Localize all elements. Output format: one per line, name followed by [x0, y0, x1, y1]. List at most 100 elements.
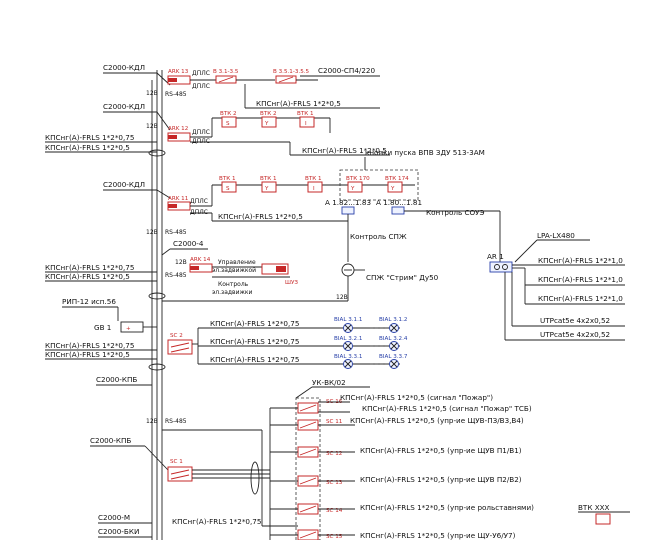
svg-text:Y: Y [264, 121, 269, 127]
relay-sc15: SC 15 КПСнг(А)-FRLS 1*2*0,5 (упр-ие ЩУ-У… [270, 529, 516, 540]
svg-text:12В: 12В [146, 418, 158, 425]
svg-text:КПСнг(А)-FRLS 1*2*0,75: КПСнг(А)-FRLS 1*2*0,75 [45, 341, 134, 350]
svg-text:С2000-КДЛ: С2000-КДЛ [103, 102, 145, 111]
svg-text:+: + [126, 326, 131, 332]
svg-text:В 3.5.1-3.5.5: В 3.5.1-3.5.5 [273, 69, 310, 75]
svg-text:ВТК ХХХ: ВТК ХХХ [578, 503, 610, 512]
svg-text:Управление: Управление [218, 259, 256, 266]
svg-text:UTPcat5e 4х2х0,52: UTPcat5e 4х2х0,52 [540, 330, 610, 339]
svg-text:SC 12: SC 12 [326, 451, 342, 457]
svg-text:СПЖ "Стрим" Ду50: СПЖ "Стрим" Ду50 [366, 273, 439, 282]
svg-text:ШУЗ: ШУЗ [285, 280, 298, 286]
svg-text:ДПЛС: ДПЛС [190, 198, 208, 205]
relay-sc14: SC 14 КПСнг(А)-FRLS 1*2*0,5 (упр-ие роль… [270, 503, 534, 515]
svg-text:RS-485: RS-485 [165, 229, 187, 236]
relay-sc11: SC 11 КПСнг(А)-FRLS 1*2*0,5 (упр-ие ЩУВ-… [270, 416, 524, 431]
svg-text:КПСнг(А)-FRLS 1*2*0,5 (сигнал: КПСнг(А)-FRLS 1*2*0,5 (сигнал "Пожар" ТС… [362, 404, 532, 413]
svg-text:КПСнг(А)-FRLS 1*2*0,5: КПСнг(А)-FRLS 1*2*0,5 [45, 143, 130, 152]
svg-text:КПСнг(А)-FRLS 1*2*0,75: КПСнг(А)-FRLS 1*2*0,75 [45, 263, 134, 272]
svg-text:S: S [226, 186, 230, 192]
svg-text:КПСнг(А)-FRLS 1*2*0,5: КПСнг(А)-FRLS 1*2*0,5 [218, 212, 303, 221]
svg-text:BIAL 3.2.4: BIAL 3.2.4 [379, 336, 408, 342]
svg-text:SC 2: SC 2 [170, 333, 183, 339]
svg-text:С2000-БКИ: С2000-БКИ [98, 527, 139, 536]
svg-text:КПСнг(А)-FRLS 1*2*1,0: КПСнг(А)-FRLS 1*2*1,0 [538, 294, 623, 303]
svg-text:КПСнг(А)-FRLS 1*2*0,5: КПСнг(А)-FRLS 1*2*0,5 [256, 99, 341, 108]
svg-text:ДПЛС: ДПЛС [190, 209, 208, 216]
svg-text:BIAL 3.3.7: BIAL 3.3.7 [379, 354, 408, 360]
svg-text:SC 13: SC 13 [326, 480, 343, 486]
svg-text:SC 14: SC 14 [326, 508, 343, 514]
block-kdl-3: С2000-КДЛ ARK 11 ДПЛС ДПЛС ВТК 1 S ВТК 1… [103, 148, 501, 302]
svg-text:КПСнг(А)-FRLS 1*2*0,5 (упр-ие: КПСнг(А)-FRLS 1*2*0,5 (упр-ие ЩУВ П2/В2) [360, 475, 522, 484]
svg-text:Контроль СОУЭ: Контроль СОУЭ [426, 208, 485, 217]
svg-text:ВТК 1: ВТК 1 [305, 176, 322, 182]
svg-text:КПСнг(А)-FRLS 1*2*0,5: КПСнг(А)-FRLS 1*2*0,5 [302, 146, 387, 155]
svg-text:С2000-КПБ: С2000-КПБ [96, 375, 137, 384]
svg-text:С2000-М: С2000-М [98, 513, 130, 522]
svg-text:КПСнг(А)-FRLS 1*2*0,75: КПСнг(А)-FRLS 1*2*0,75 [210, 319, 299, 328]
svg-text:КПСнг(А)-FRLS 1*2*0,75: КПСнг(А)-FRLS 1*2*0,75 [210, 355, 299, 364]
bial-devices [343, 323, 399, 369]
svg-text:ARK 12: ARK 12 [168, 126, 188, 132]
svg-text:КПСнг(А)-FRLS 1*2*0,75: КПСнг(А)-FRLS 1*2*0,75 [210, 337, 299, 346]
svg-text:BIAL 3.3.1: BIAL 3.3.1 [334, 354, 363, 360]
svg-text:КПСнг(А)-FRLS 1*2*0,5: КПСнг(А)-FRLS 1*2*0,5 [45, 272, 130, 281]
svg-text:эл.задвижки: эл.задвижки [212, 289, 253, 296]
svg-text:А 1.80...1.81: А 1.80...1.81 [376, 198, 422, 207]
svg-text:КПСнг(А)-FRLS 1*2*0,5 (упр-ие: КПСнг(А)-FRLS 1*2*0,5 (упр-ие рольставня… [360, 503, 534, 512]
svg-text:КПСнг(А)-FRLS 1*2*0,5: КПСнг(А)-FRLS 1*2*0,5 [45, 350, 130, 359]
svg-text:ДПЛС: ДПЛС [192, 83, 210, 90]
svg-text:SC 11: SC 11 [326, 419, 343, 425]
svg-text:ВТК 1: ВТК 1 [260, 176, 277, 182]
svg-text:BIAL 3.1.1: BIAL 3.1.1 [334, 317, 363, 323]
svg-text:ВТК 1: ВТК 1 [297, 111, 314, 117]
svg-text:УК-ВК/02: УК-ВК/02 [312, 378, 346, 387]
block-vtk-xxx: ВТК ХХХ [578, 503, 630, 525]
svg-text:LPA-LX480: LPA-LX480 [537, 231, 575, 240]
svg-text:12В: 12В [146, 123, 158, 130]
svg-text:ARK 14: ARK 14 [190, 257, 211, 263]
svg-text:S: S [226, 121, 230, 127]
svg-text:С2000-СП4/220: С2000-СП4/220 [318, 66, 375, 75]
svg-text:Y: Y [350, 186, 355, 192]
svg-text:КПСнг(А)-FRLS 1*2*0,5 (упр-ие: КПСнг(А)-FRLS 1*2*0,5 (упр-ие ЩУ-У6/У7) [360, 531, 516, 540]
svg-text:ВТК 1: ВТК 1 [219, 176, 236, 182]
svg-text:12В: 12В [146, 229, 158, 236]
main-bus [148, 70, 166, 540]
svg-text:С2000-КДЛ: С2000-КДЛ [103, 180, 145, 189]
svg-text:BIAL 3.2.1: BIAL 3.2.1 [334, 336, 363, 342]
svg-text:RS-485: RS-485 [165, 91, 187, 98]
block-lpa: LPA-LX480 AR 1 КПСнг(А)-FRLS 1*2*1,0 КПС… [487, 231, 625, 341]
svg-text:ДПЛС: ДПЛС [192, 70, 210, 77]
svg-text:КПСнг(А)-FRLS 1*2*0,5 (сигнал: КПСнг(А)-FRLS 1*2*0,5 (сигнал "Пожар") [340, 393, 493, 402]
svg-text:ДПЛС: ДПЛС [192, 138, 210, 145]
svg-text:В 3.1-3.5: В 3.1-3.5 [213, 69, 239, 75]
relay-sc12: SC 12 КПСнг(А)-FRLS 1*2*0,5 (упр-ие ЩУВ … [270, 446, 522, 458]
svg-text:12В: 12В [175, 259, 187, 266]
block-kpb-2: RS-485 12В С2000-КПБ SC 1 КПСнг(А)-FRLS … [90, 418, 298, 538]
svg-text:Y: Y [390, 186, 395, 192]
svg-text:ВТК 170: ВТК 170 [346, 176, 370, 182]
svg-text:ARK 13: ARK 13 [168, 69, 189, 75]
relay-sc16: SC 16 КПСнг(А)-FRLS 1*2*0,5 (сигнал "Пож… [270, 393, 532, 414]
svg-text:ВТК 2: ВТК 2 [220, 111, 237, 117]
svg-text:ДПЛС: ДПЛС [192, 129, 210, 136]
svg-text:I: I [305, 121, 307, 127]
svg-text:РИП-12 исп.56: РИП-12 исп.56 [62, 297, 116, 306]
svg-text:12В: 12В [336, 294, 348, 301]
svg-text:ARK 11: ARK 11 [168, 196, 189, 202]
svg-text:I: I [313, 186, 315, 192]
svg-text:Y: Y [264, 186, 269, 192]
block-rip: РИП-12 исп.56 GB 1 + [62, 297, 157, 333]
svg-text:AR 1: AR 1 [487, 252, 504, 261]
svg-text:эл.задвижкой: эл.задвижкой [212, 267, 256, 274]
svg-text:ВТК 2: ВТК 2 [260, 111, 277, 117]
svg-text:КПСнг(А)-FRLS 1*2*0,5 (упр-ие: КПСнг(А)-FRLS 1*2*0,5 (упр-ие ЩУВ П1/В1) [360, 446, 522, 455]
device-label: С2000-КДЛ [103, 63, 145, 72]
svg-text:ВТК 174: ВТК 174 [385, 176, 409, 182]
svg-text:кнопки пуска ВПВ ЗДУ 513-3АМ: кнопки пуска ВПВ ЗДУ 513-3АМ [365, 148, 485, 157]
block-uk-vk: УК-ВК/02 SC 16 КПСнг(А)-FRLS 1*2*0,5 (си… [269, 378, 534, 540]
